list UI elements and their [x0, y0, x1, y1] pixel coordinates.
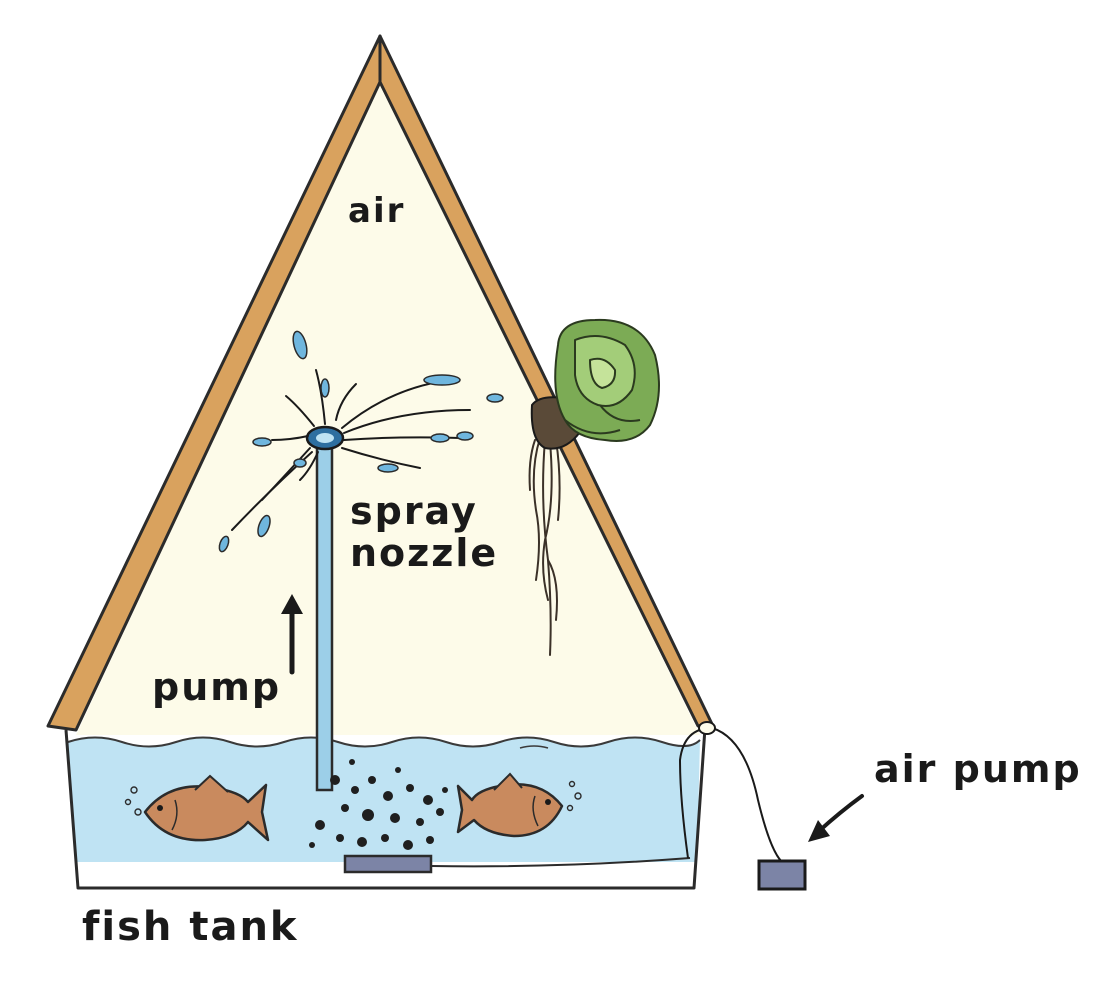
lettuce: [554, 318, 660, 442]
air-pump-arrow: [808, 794, 864, 842]
label-spray: spray: [350, 489, 478, 533]
right-board: [378, 34, 714, 728]
water-surface: [67, 736, 701, 748]
fish-right: [456, 772, 564, 838]
label-air: air: [348, 191, 405, 231]
spray-pipe: [315, 436, 334, 792]
air-pump-box: [757, 859, 807, 891]
water-pump: [343, 854, 433, 874]
label-nozzle: nozzle: [350, 531, 498, 575]
water-ripple: [519, 745, 549, 749]
fish-tank: [64, 727, 707, 890]
water-droplets: [218, 330, 504, 553]
pump-hose: [430, 857, 691, 868]
label-pump: pump: [152, 665, 281, 709]
label-fish-tank: fish tank: [82, 904, 299, 950]
fish-bubbles: [124, 780, 582, 816]
hose-inlet: [698, 721, 716, 735]
label-air-pump: air pump: [874, 747, 1082, 791]
pump-arrow: [281, 594, 303, 675]
bubbles: [309, 759, 448, 850]
a-frame: [46, 34, 714, 732]
spray-nozzle: [305, 425, 345, 451]
fish-left: [143, 774, 270, 842]
